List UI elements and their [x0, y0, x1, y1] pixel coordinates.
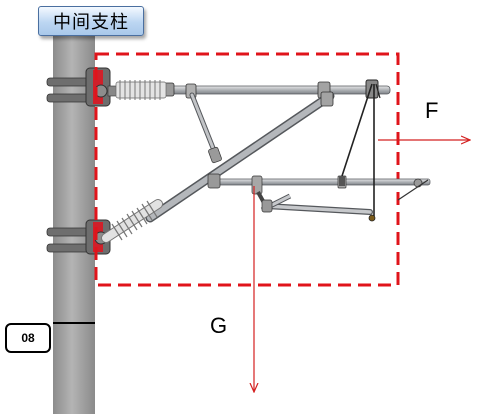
upper-pole-clamp — [46, 67, 111, 107]
upper-horizontal-tube — [163, 79, 391, 99]
diagonal-brace-tube — [145, 91, 335, 223]
force-label-g: G — [210, 313, 228, 338]
upper-insulator — [107, 80, 167, 100]
pole-number-tag: 08 — [5, 323, 51, 353]
cantilever-boundary — [94, 52, 400, 287]
dropper-wires — [339, 83, 381, 222]
positioner-arm — [256, 191, 373, 215]
lower-insulator — [101, 199, 163, 243]
diagram-title: 中间支柱 — [38, 6, 144, 36]
force-label-f: F — [425, 98, 439, 123]
support-strut — [189, 92, 222, 164]
